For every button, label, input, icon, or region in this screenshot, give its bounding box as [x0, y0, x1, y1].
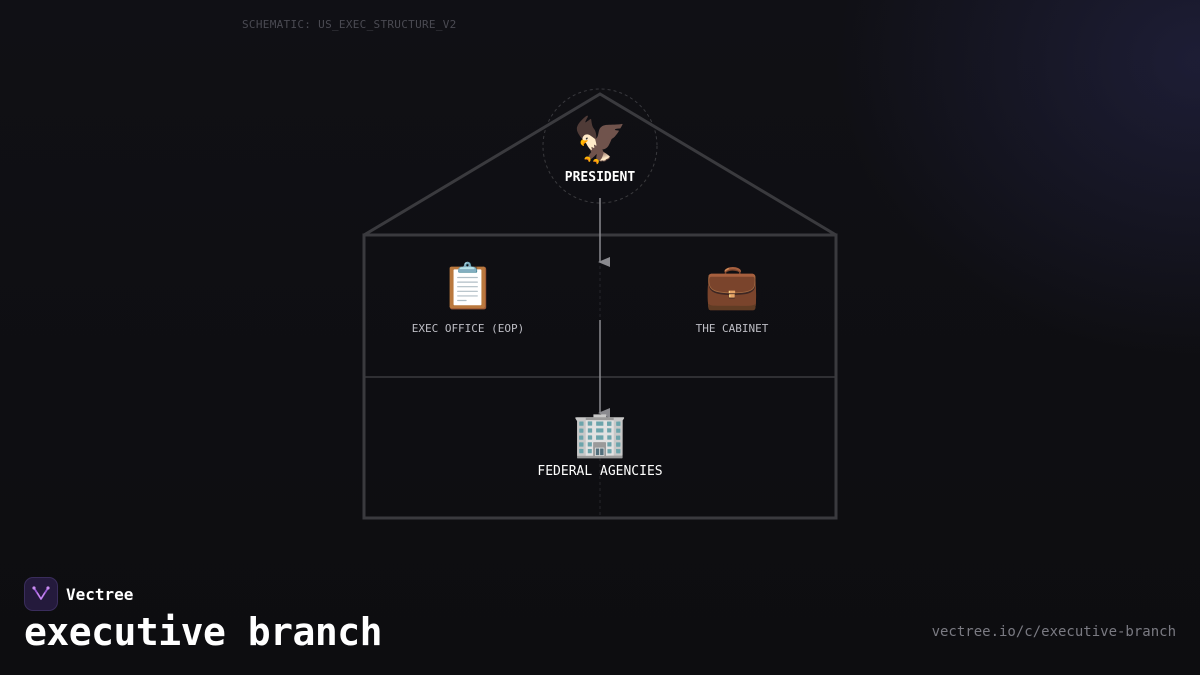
briefcase-icon: 💼 [704, 261, 760, 312]
president-halo [542, 88, 658, 204]
president-node: 🦅 PRESIDENT [564, 115, 636, 186]
page-url[interactable]: vectree.io/c/executive-branch [931, 624, 1176, 640]
page-title: executive branch [24, 610, 383, 654]
president-label: PRESIDENT [564, 170, 636, 185]
cabinet-node: 💼 THE CABINET [695, 261, 769, 336]
clipboard-icon: 📋 [440, 261, 496, 312]
eop-label: EXEC OFFICE (EOP) [411, 322, 525, 335]
vectree-logo-icon [24, 577, 58, 611]
brand: Vectree [24, 577, 133, 611]
office-building-icon: 🏢 [572, 409, 628, 460]
eagle-icon: 🦅 [572, 115, 628, 166]
schematic-label: SCHEMATIC: US_EXEC_STRUCTURE_V2 [242, 18, 457, 31]
agencies-label: FEDERAL AGENCIES [537, 464, 663, 479]
brand-name: Vectree [66, 584, 134, 604]
eop-node: 📋 EXEC OFFICE (EOP) [411, 261, 525, 336]
house-roof [363, 92, 837, 237]
agencies-node: 🏢 FEDERAL AGENCIES [537, 409, 663, 480]
cabinet-label: THE CABINET [695, 322, 769, 335]
